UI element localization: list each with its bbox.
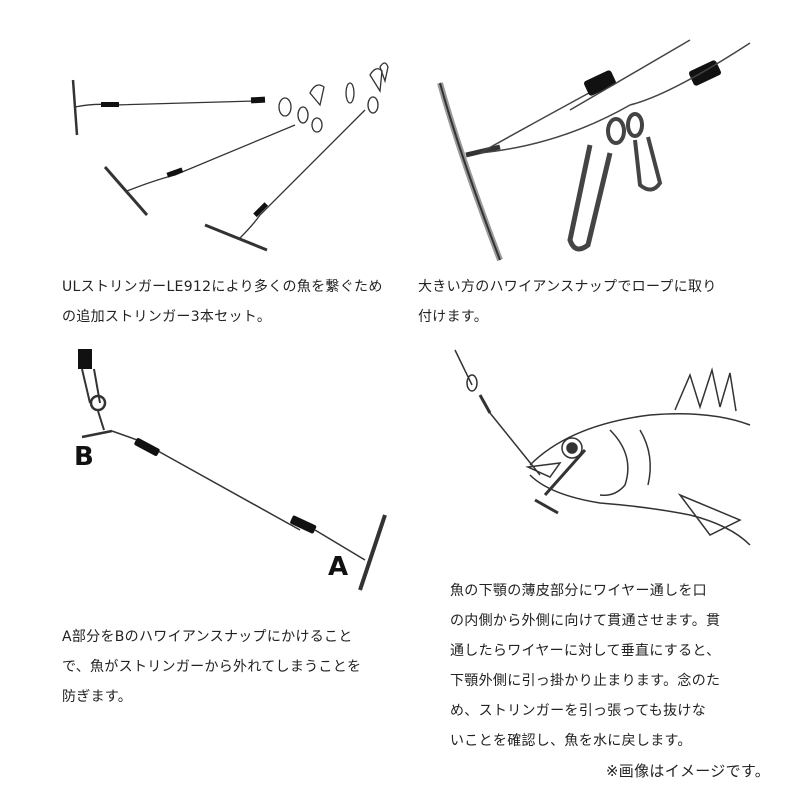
label-a: A [328,552,348,582]
caption-jaw-insertion: 魚の下顎の薄皮部分にワイヤー通しを口 の内側から外側に向けて貫通させます。貫 通… [450,583,721,749]
caption-a-to-b-snap: A部分をBのハワイアンスナップにかけること で、魚がストリンガーから外れてしまう… [62,629,362,705]
illustration-fish-jaw [454,349,751,546]
label-b: B [74,442,94,472]
caption-three-stringer-set: ULストリンガーLE912により多くの魚を繋ぐため の追加ストリンガー3本セット… [62,279,383,325]
caption-attach-to-rope: 大きい方のハワイアンスナップでロープに取り 付けます。 [418,279,717,325]
illustration-three-stringers [71,62,389,252]
illustration-snap-on-rope [437,39,751,262]
illustration-a-b-parts: B A [74,349,387,591]
image-note: ※画像はイメージです。 [605,762,770,780]
